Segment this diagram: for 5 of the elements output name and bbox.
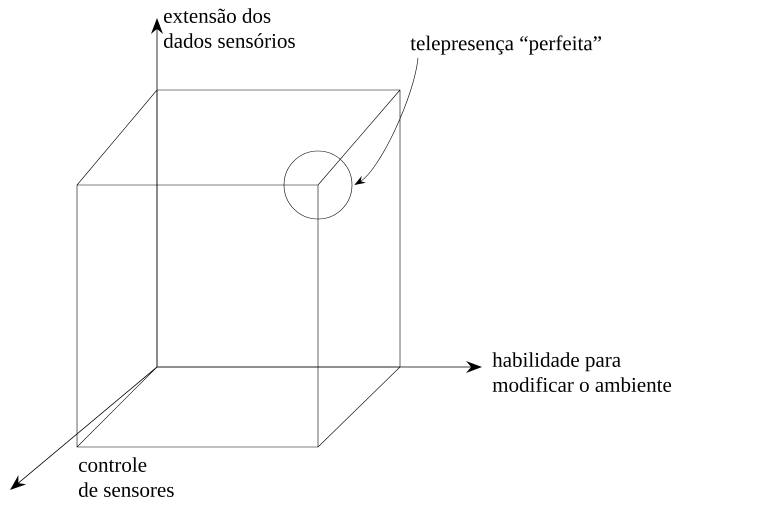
axis-label: extensão dos dados sensórios	[164, 8, 295, 48]
highlight-circle	[284, 150, 352, 220]
callout-text: telepresença “perfeita”	[410, 35, 601, 55]
axis-label: habilidade para modificar o ambiente	[492, 352, 672, 392]
axis-label: controle de sensores	[78, 457, 174, 497]
